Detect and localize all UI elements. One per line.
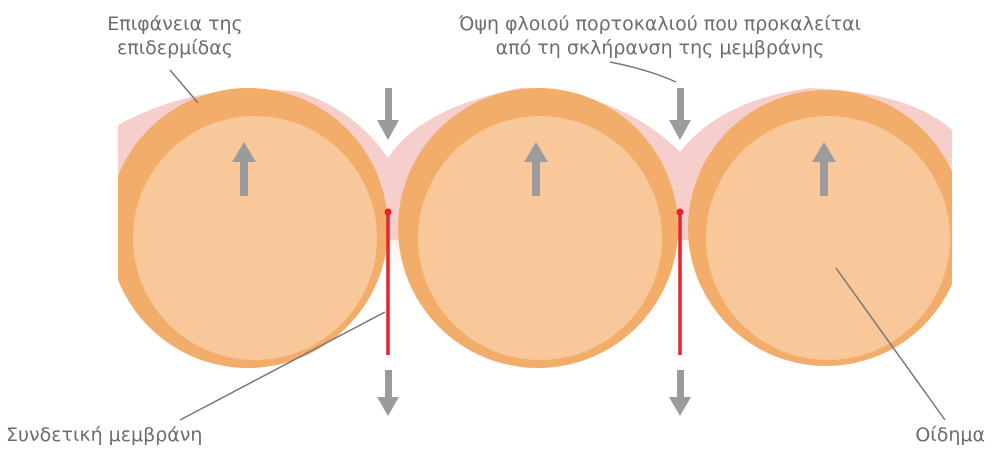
label-connective-membrane: Συνδετική μεμβράνη	[6, 423, 202, 447]
edge-mask-right	[952, 60, 991, 380]
label-skin-surface-line1: Επιφάνεια της	[60, 12, 290, 36]
down-arrow-bottom-2-icon	[669, 370, 691, 416]
membrane-anchor-2	[677, 209, 684, 216]
label-orange-peel-line2: από τη σκλήρανση της μεμβράνης	[380, 36, 940, 60]
down-arrow-top-2-icon	[669, 88, 691, 140]
down-arrow-bottom-1-icon	[377, 370, 399, 416]
leader-orange-peel	[610, 62, 676, 82]
label-skin-surface-line2: επιδερμίδας	[60, 36, 290, 60]
fat-lobe-1-inner	[133, 116, 377, 360]
edge-mask-left	[0, 60, 118, 380]
label-orange-peel: Όψη φλοιού πορτοκαλιού που προκαλείται α…	[380, 12, 940, 60]
membrane-anchor-1	[385, 209, 392, 216]
label-orange-peel-line1: Όψη φλοιού πορτοκαλιού που προκαλείται	[380, 12, 940, 36]
leader-skin-surface	[170, 70, 198, 103]
label-skin-surface: Επιφάνεια της επιδερμίδας	[60, 12, 290, 60]
down-arrow-top-1-icon	[377, 88, 399, 140]
label-edema: Οίδημα	[915, 423, 985, 447]
